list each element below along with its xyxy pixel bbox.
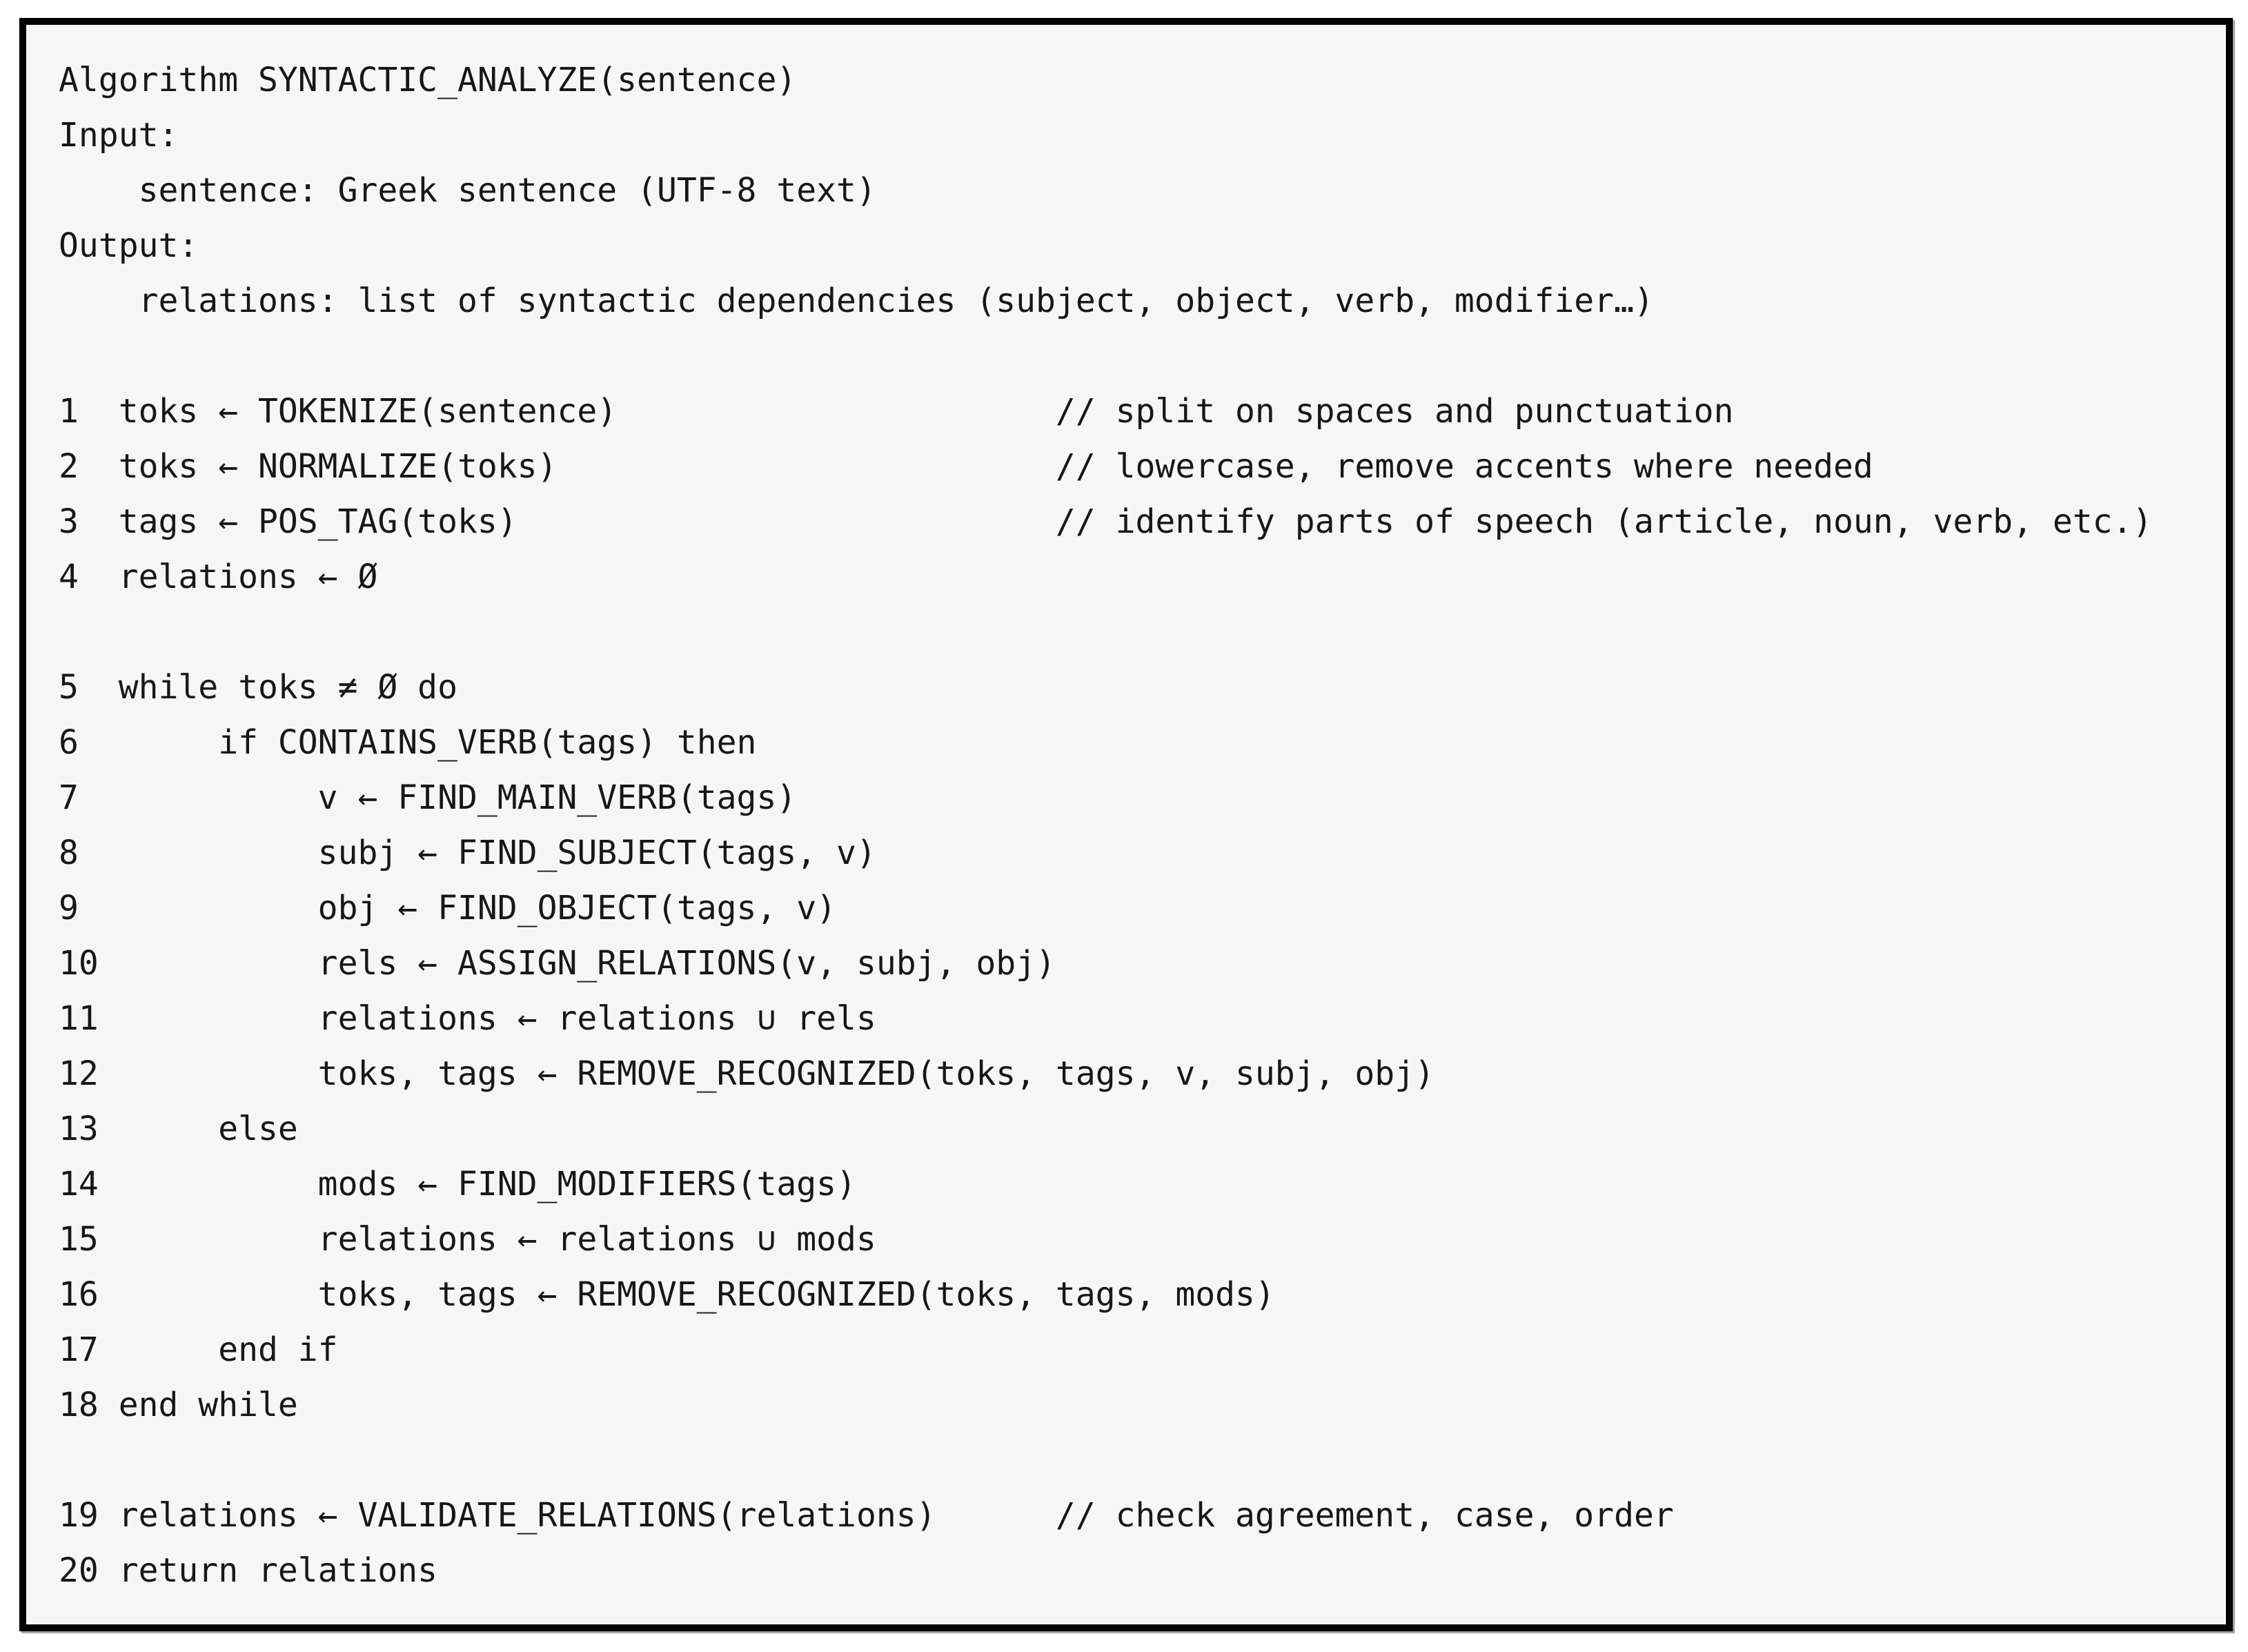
pseudocode-line-8: 8 subj ← FIND_SUBJECT(tags, v) [59,834,876,872]
header-line: Algorithm SYNTACTIC_ANALYZE(sentence) [59,61,797,99]
pseudocode-line-1: 1 toks ← TOKENIZE(sentence) // split on … [59,392,1734,431]
pseudocode-line-2: 2 toks ← NORMALIZE(toks) // lowercase, r… [59,447,1873,486]
pseudocode-line-13: 13 else [59,1110,298,1148]
pseudocode-line-17: 17 end if [59,1330,338,1369]
algorithm-box: Algorithm SYNTACTIC_ANALYZE(sentence) Inp… [19,18,2233,1631]
header-line: Output: [59,226,199,265]
pseudocode-line-20: 20 return relations [59,1551,438,1590]
pseudocode-block: Algorithm SYNTACTIC_ANALYZE(sentence) Inp… [59,52,2219,1598]
header-line: Input: [59,116,179,155]
pseudocode-line-18: 18 end while [59,1386,298,1424]
pseudocode-line-5: 5 while toks ≠ Ø do [59,668,457,707]
header-line: relations: list of syntactic dependencie… [59,282,1654,320]
header-line: sentence: Greek sentence (UTF-8 text) [59,171,876,210]
pseudocode-line-14: 14 mods ← FIND_MODIFIERS(tags) [59,1165,856,1203]
pseudocode-line-11: 11 relations ← relations ∪ rels [59,999,876,1038]
blank-line [59,1433,2219,1488]
pseudocode-line-6: 6 if CONTAINS_VERB(tags) then [59,723,757,762]
pseudocode-line-16: 16 toks, tags ← REMOVE_RECOGNIZED(toks, … [59,1275,1275,1314]
pseudocode-line-10: 10 rels ← ASSIGN_RELATIONS(v, subj, obj) [59,944,1056,983]
blank-line [59,604,2219,660]
pseudocode-line-15: 15 relations ← relations ∪ mods [59,1220,876,1259]
pseudocode-line-12: 12 toks, tags ← REMOVE_RECOGNIZED(toks, … [59,1054,1434,1093]
blank-line [59,328,2219,384]
pseudocode-line-19: 19 relations ← VALIDATE_RELATIONS(relati… [59,1496,1674,1535]
pseudocode-line-9: 9 obj ← FIND_OBJECT(tags, v) [59,889,837,927]
pseudocode-line-7: 7 v ← FIND_MAIN_VERB(tags) [59,778,797,817]
pseudocode-line-3: 3 tags ← POS_TAG(toks) // identify parts… [59,502,2153,541]
pseudocode-line-4: 4 relations ← Ø [59,558,378,596]
